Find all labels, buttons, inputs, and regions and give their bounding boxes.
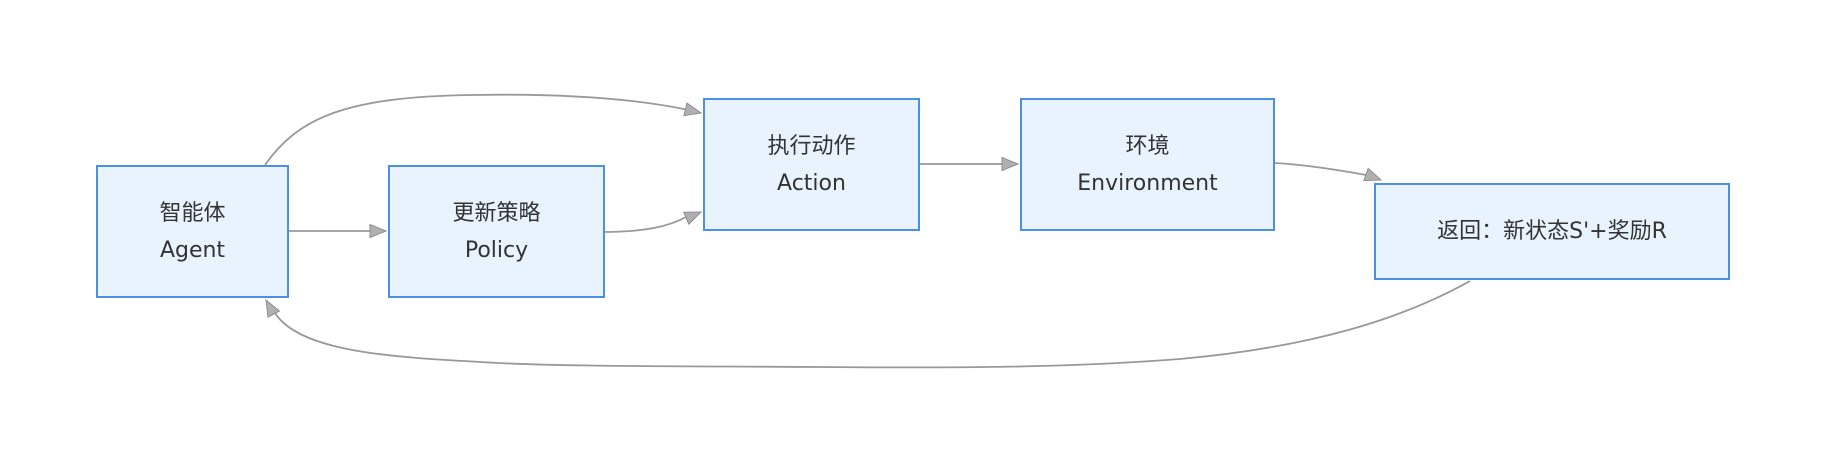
node-action-label-zh: 执行动作	[767, 133, 856, 159]
node-policy-label-en: Policy	[464, 237, 529, 263]
node-agent: 智能体 Agent	[96, 165, 289, 298]
node-policy: 更新策略 Policy	[388, 165, 605, 298]
node-environment-label-zh: 环境	[1125, 133, 1170, 159]
arrowhead-action-environment	[1001, 156, 1020, 172]
node-environment: 环境 Environment	[1020, 98, 1275, 231]
node-agent-label-en: Agent	[159, 237, 226, 263]
node-agent-label-zh: 智能体	[159, 200, 226, 226]
edge-policy-action	[604, 215, 688, 233]
edge-environment-feedback	[1274, 162, 1367, 176]
arrowhead-feedback-agent	[265, 298, 281, 318]
arrowhead-policy-action	[683, 211, 703, 226]
node-action: 执行动作 Action	[703, 98, 920, 231]
node-policy-label-zh: 更新策略	[452, 200, 541, 226]
node-feedback-label: 返回：新状态S'+奖励R	[1437, 219, 1667, 244]
node-environment-label-en: Environment	[1077, 170, 1218, 196]
arrowhead-agent-action	[683, 102, 703, 117]
edge-feedback-agent	[274, 280, 1471, 369]
arrowhead-environment-feedback	[1363, 167, 1383, 182]
edge-agent-action	[264, 93, 687, 166]
arrowhead-agent-policy	[369, 223, 388, 239]
node-action-label-en: Action	[777, 170, 846, 196]
node-feedback: 返回：新状态S'+奖励R	[1374, 183, 1730, 280]
